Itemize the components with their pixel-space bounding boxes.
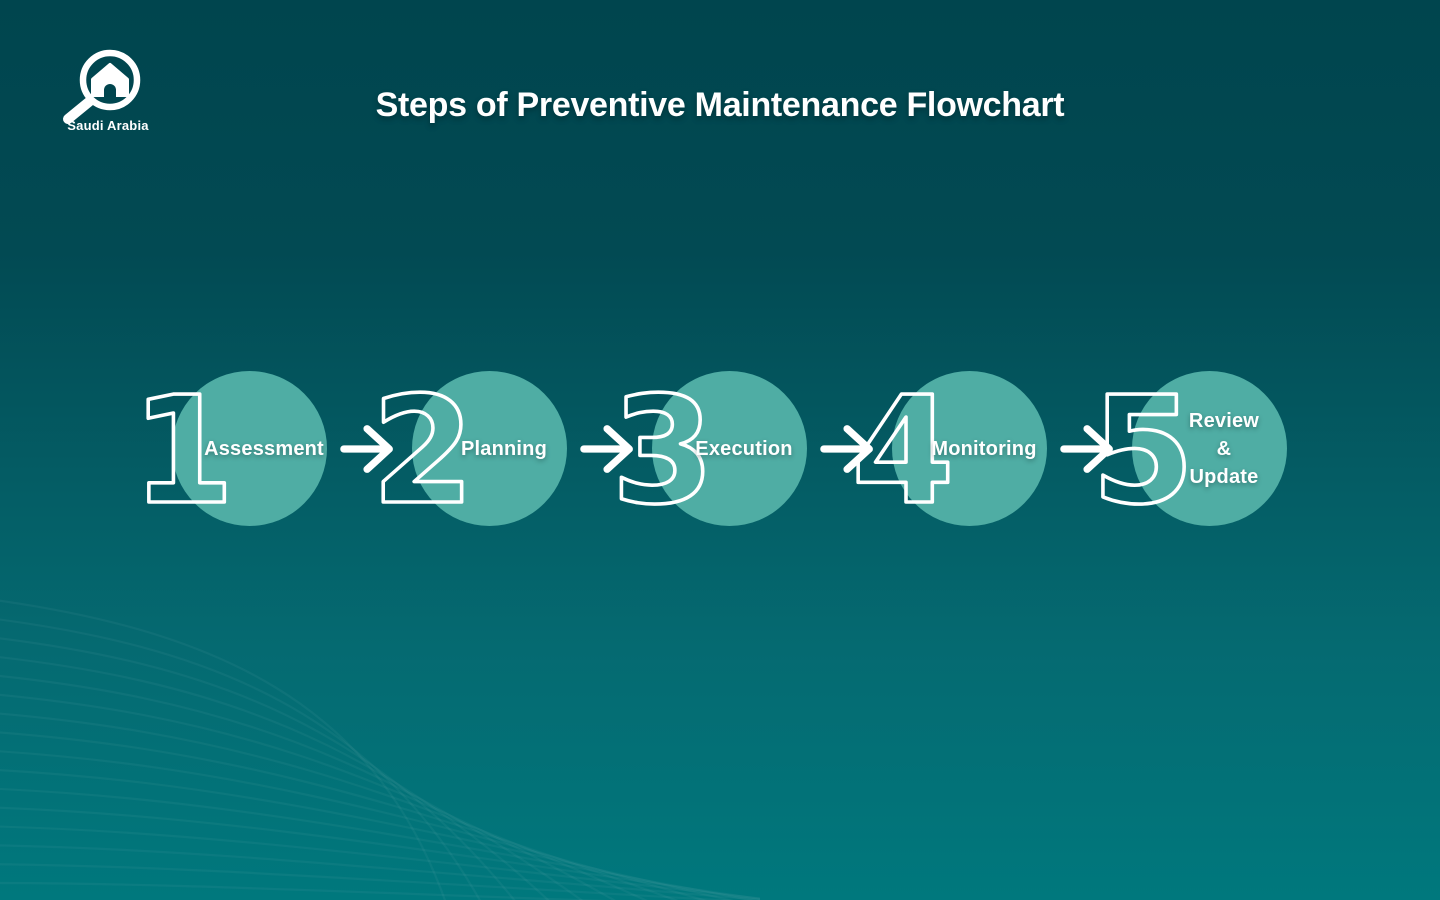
- step-circle: [411, 371, 567, 526]
- page-title: Steps of Preventive Maintenance Flowchar…: [375, 86, 1065, 124]
- step-label-line: &: [1216, 437, 1232, 460]
- step-number: 4: [849, 363, 956, 539]
- step-number-text: 4: [851, 365, 954, 537]
- step-label: Execution: [672, 435, 817, 463]
- step-number: 5: [1089, 363, 1196, 539]
- step-label-line: Assessment: [204, 437, 324, 460]
- arrow-right-icon: [820, 424, 873, 473]
- step-number: 1: [129, 363, 236, 539]
- magnifier-house-icon: [63, 49, 141, 124]
- flowchart-step: 3 Execution: [609, 363, 807, 539]
- step-arrow: [567, 371, 652, 526]
- arrow-right-icon: [340, 424, 393, 473]
- step-label-line: Monitoring: [931, 437, 1037, 460]
- flowchart-step: 4 Monitoring: [849, 363, 1047, 539]
- flowchart-step: 1 Assessment: [129, 363, 327, 539]
- brand-name: Saudi Arabia: [67, 118, 149, 133]
- step-arrow: [1047, 371, 1132, 526]
- magnifier-ring: [79, 49, 141, 111]
- arrow-right-icon: [580, 424, 633, 473]
- flowchart-step: 5 Review & Update: [1089, 363, 1287, 539]
- step-label: Planning: [432, 435, 577, 463]
- step-label-line: Review: [1188, 409, 1260, 432]
- step-number-text: 1: [131, 365, 234, 537]
- step-circle: [171, 371, 327, 526]
- step-arrow: [327, 371, 412, 526]
- step-label: Assessment: [192, 435, 337, 463]
- flowchart-step: 2 Planning: [369, 363, 567, 539]
- step-number-text: 2: [371, 365, 474, 537]
- step-circle: [891, 371, 1047, 526]
- step-number-text: 5: [1091, 365, 1194, 537]
- step-arrow: [807, 371, 892, 526]
- step-number: 3: [609, 363, 716, 539]
- magnifier-handle: [63, 96, 95, 124]
- flowchart-row: 1 Assessment 2 Planning 3 Execution: [0, 363, 1440, 539]
- step-label-line: Execution: [695, 437, 793, 460]
- step-circle: [1131, 371, 1287, 526]
- step-label-line: Planning: [460, 437, 548, 460]
- arrow-right-icon: [1060, 424, 1113, 473]
- step-circle: [651, 371, 807, 526]
- house-shape: [91, 63, 129, 97]
- step-number-text: 3: [611, 365, 714, 537]
- house-door: [104, 84, 116, 97]
- step-label: Review & Update: [1152, 407, 1297, 491]
- step-label: Monitoring: [912, 435, 1057, 463]
- step-number: 2: [369, 363, 476, 539]
- step-label-line: Update: [1189, 465, 1259, 488]
